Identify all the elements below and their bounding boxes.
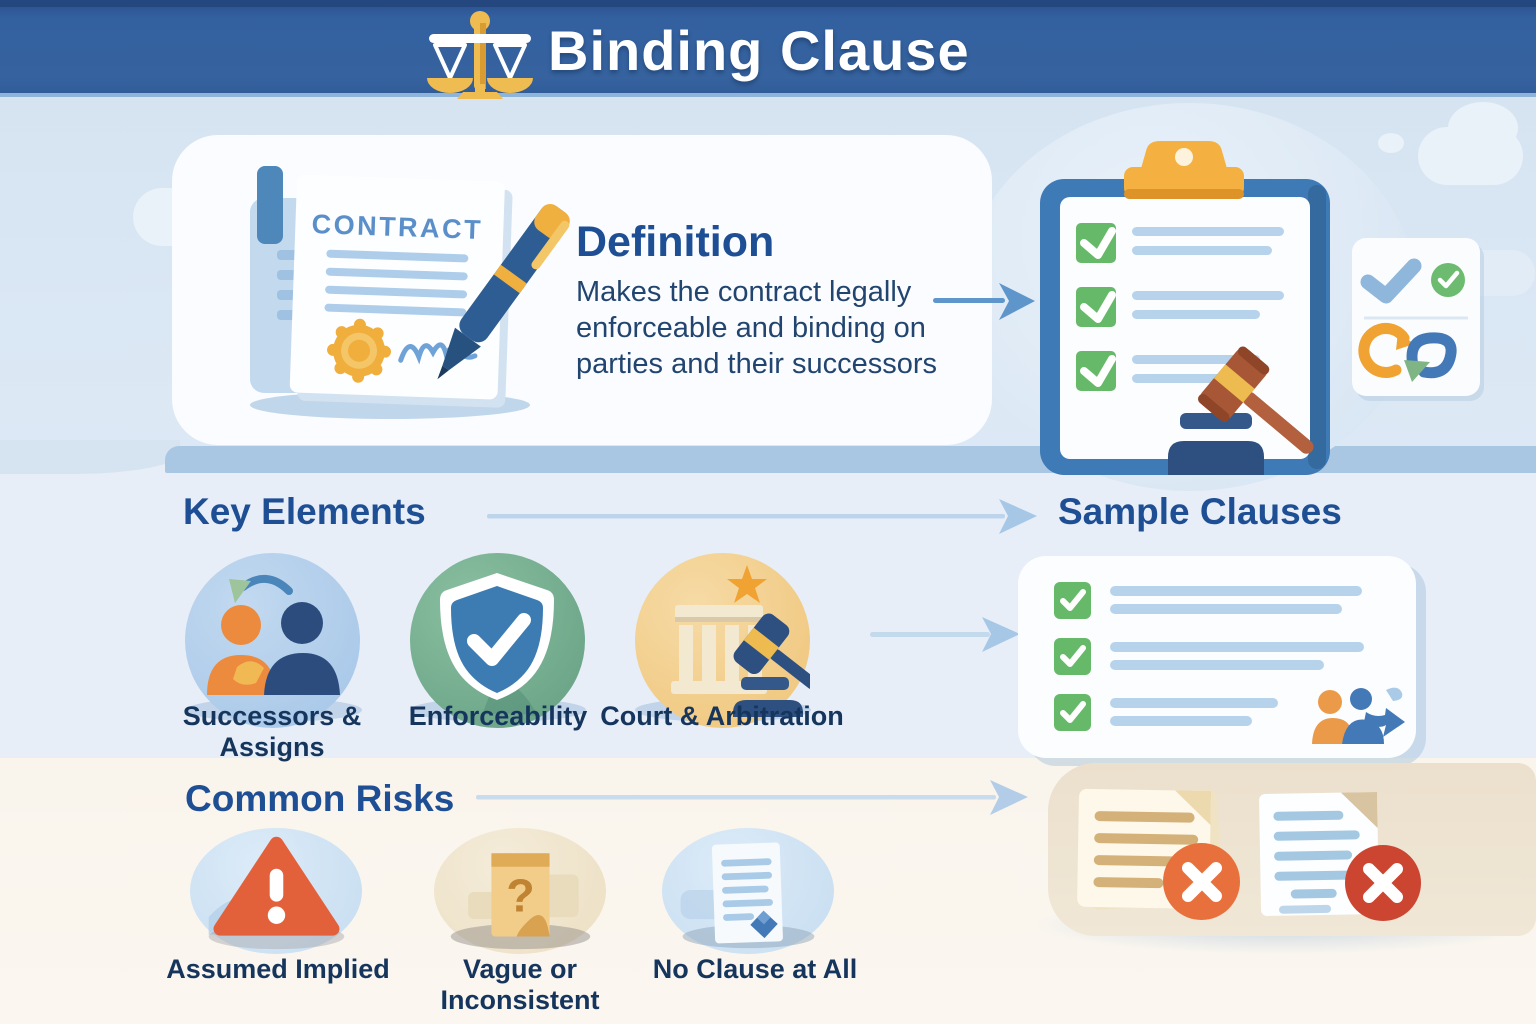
rejected-x-icon <box>1163 843 1240 920</box>
gavel-icon <box>1168 346 1314 475</box>
element-circle-enforceability <box>410 553 585 728</box>
clause-text-line <box>1110 660 1324 670</box>
scales-of-justice-icon <box>415 8 545 105</box>
checkbox-icon <box>1054 694 1091 731</box>
risk-circle-assumed <box>190 828 362 954</box>
risk-label: Vague or Inconsistent <box>440 954 600 1015</box>
missing-clause-document-icon <box>680 842 815 949</box>
check-blob-icon <box>1360 258 1422 304</box>
checklist-rows <box>1076 223 1284 391</box>
handoff-people-icon <box>1306 684 1406 757</box>
common-risks-heading: Common Risks <box>185 778 455 819</box>
clipboard-clip-icon <box>1124 141 1244 199</box>
flow-arrow-common-risks <box>476 780 1028 821</box>
risk-label: Assumed Implied <box>166 954 390 984</box>
header-bar <box>0 0 1536 97</box>
element-circle-court <box>635 553 818 728</box>
cloud-decoration <box>1378 133 1404 153</box>
svg-text:?: ? <box>506 869 534 921</box>
risk-circle-noclause <box>662 828 834 954</box>
element-label: Court & Arbitration <box>600 701 844 731</box>
reference-card <box>1352 238 1480 396</box>
clause-text-line <box>1110 604 1342 614</box>
risk-circle-vague: ? <box>434 828 606 954</box>
flow-arrow-definition <box>933 283 1035 326</box>
flow-arrow-key-elements <box>487 499 1037 540</box>
question-document-icon: ? <box>450 853 591 950</box>
cloud-decoration <box>1448 102 1518 154</box>
definition-body-text: Makes the contract legally enforceable a… <box>576 276 938 380</box>
sample-clauses-heading: Sample Clauses <box>1058 491 1342 532</box>
element-label: Enforceability <box>408 701 588 731</box>
courthouse-gavel-icon <box>671 565 818 717</box>
gavel-small-icon <box>733 613 818 717</box>
contract-label: CONTRACT <box>311 209 483 245</box>
shield-check-icon <box>440 573 554 717</box>
clause-text-line <box>1110 642 1364 652</box>
contract-document-illustration: CONTRACT <box>195 140 575 445</box>
header-top-rule <box>0 0 1536 7</box>
definition-heading: Definition <box>576 218 775 266</box>
checkbox-icon <box>1054 582 1091 619</box>
gold-seal-icon <box>327 318 392 383</box>
clause-text-line <box>1110 586 1362 596</box>
risk-label: No Clause at All <box>652 954 858 984</box>
pen-icon <box>437 203 570 380</box>
sample-clauses-card <box>1018 556 1416 758</box>
element-circle-successors <box>185 553 360 728</box>
element-label: Successors & Assigns <box>182 701 362 762</box>
checkbox-icon <box>1054 638 1091 675</box>
header-bottom-rule <box>0 93 1536 97</box>
successors-transfer-icon <box>207 575 340 695</box>
flow-arrow-sample-card <box>870 617 1020 658</box>
clipboard-checklist-illustration <box>1008 135 1358 492</box>
approved-check-icon <box>1431 263 1465 297</box>
clause-text-line <box>1110 716 1252 726</box>
page-title: Binding Clause <box>548 19 970 82</box>
warning-triangle-icon <box>208 836 345 950</box>
clause-text-line <box>1110 698 1278 708</box>
rejected-x-icon <box>1345 845 1421 921</box>
key-elements-heading: Key Elements <box>183 491 426 532</box>
cycle-arrows-icon <box>1358 323 1457 382</box>
